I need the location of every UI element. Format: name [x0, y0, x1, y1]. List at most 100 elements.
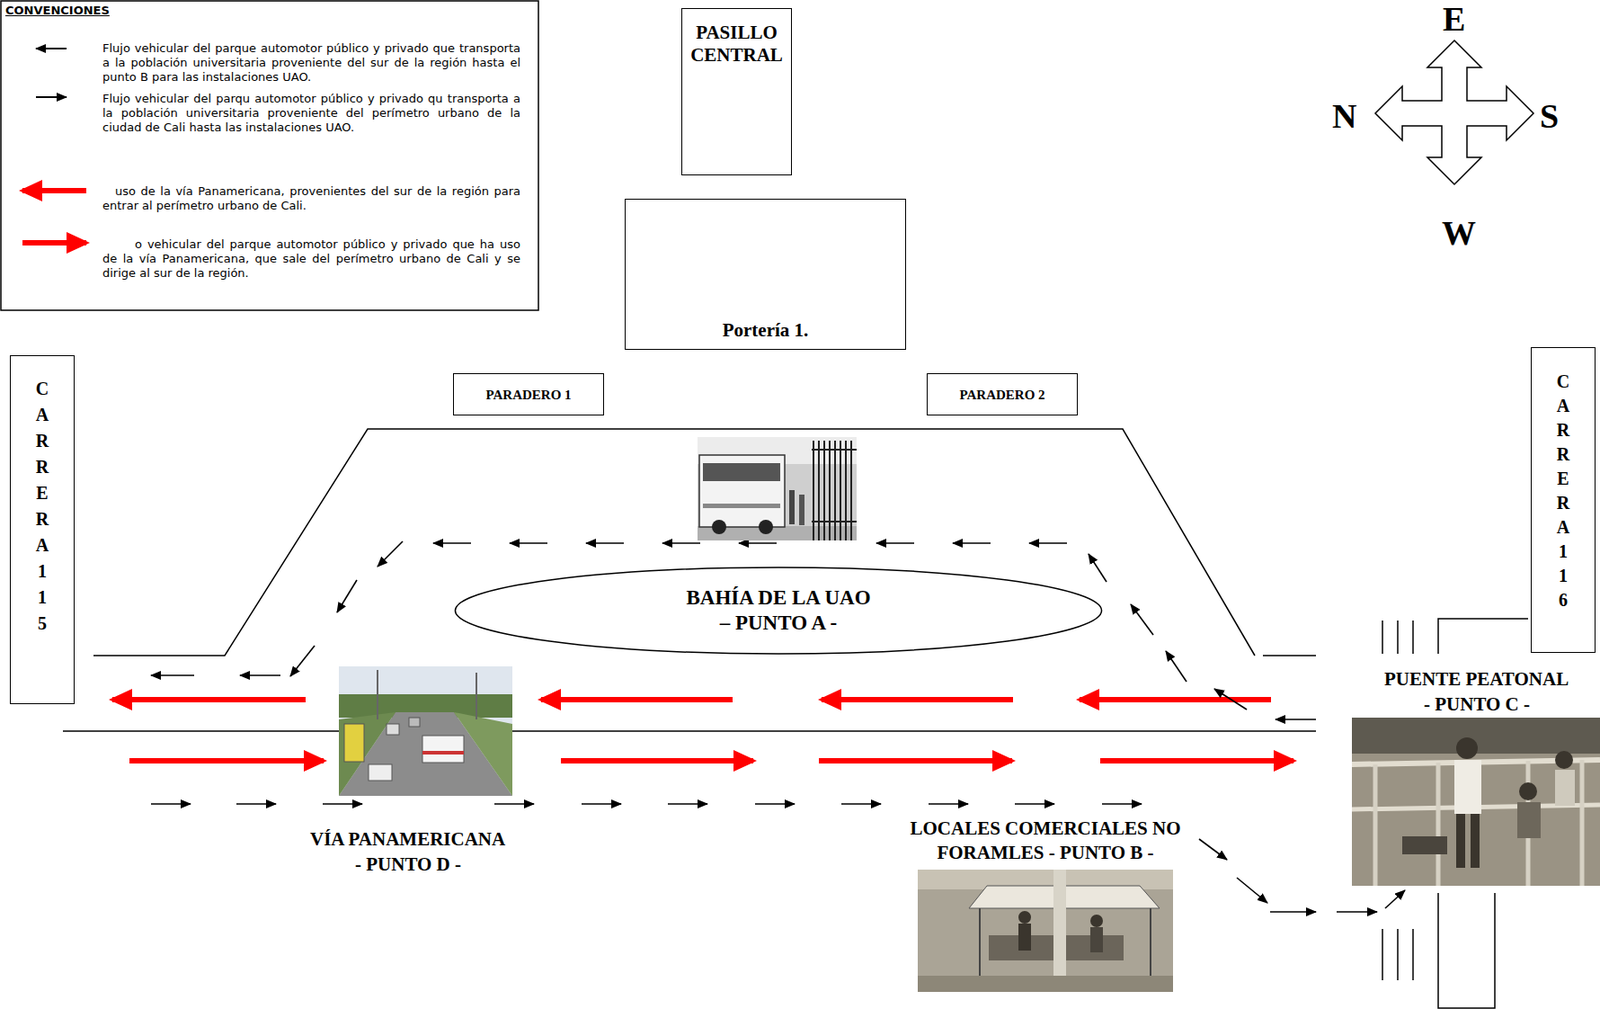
black-traffic-arrows-part [1199, 838, 1227, 860]
bridge-photo-part [1351, 717, 1600, 886]
road-photo-part [422, 750, 464, 755]
place-label: LOCALES COMERCIALES NO FORAMLES - PUNTO … [897, 816, 1194, 866]
black-traffic-arrows-part [1385, 889, 1405, 908]
red-traffic-arrows-part [560, 757, 754, 764]
node-label: PARADERO 2 [959, 386, 1045, 403]
black-traffic-arrows-part [1029, 542, 1067, 544]
black-traffic-arrows-part [1214, 688, 1247, 710]
node-label: PASILLO CENTRAL [690, 21, 783, 67]
stalls-photo-part [978, 907, 981, 980]
black-traffic-arrows-part [494, 802, 534, 805]
red-traffic-arrows-part [1079, 696, 1272, 703]
stalls-photo-part [1090, 926, 1103, 952]
road-photo-part [475, 672, 478, 720]
road-outline-part [1438, 618, 1529, 654]
bay-ellipse: BAHÍA DE LA UAO– PUNTO A - [453, 566, 1103, 655]
bridge-photo-part [1402, 835, 1448, 854]
red-traffic-arrows-part [1100, 757, 1294, 764]
road-photo-part [338, 711, 513, 796]
bay-photo-part [758, 519, 774, 534]
black-traffic-arrows-part [151, 674, 195, 676]
black-traffic-arrows-part [841, 802, 881, 805]
bridge-photo-part [1470, 813, 1480, 868]
compass-rose [1375, 40, 1534, 185]
black-traffic-arrows-part [1014, 802, 1055, 805]
road-outline-part [62, 729, 1316, 732]
black-traffic-arrows [151, 541, 1405, 912]
road-outline-part [1396, 620, 1399, 654]
legend-title: CONVENCIONES [5, 3, 110, 18]
ellipse-shape [454, 567, 1102, 654]
road-photo [338, 666, 513, 796]
bay-photo-part [811, 440, 857, 541]
place-label: PUENTE PEATONAL [1384, 666, 1569, 692]
bridge-photo-part [1555, 769, 1575, 806]
place-label: - PUNTO C - [1423, 692, 1530, 717]
road-outline-part [1262, 654, 1316, 657]
legend-swatches-part [22, 240, 87, 246]
black-traffic-arrows-part [1088, 553, 1107, 582]
road-photo-part [386, 723, 400, 735]
black-traffic-arrows-part [322, 802, 363, 805]
street-box: CARRERA 116 [1530, 346, 1596, 653]
road-photo-part [422, 735, 464, 763]
stalls-photo [917, 869, 1174, 992]
bridge-photo-part [1375, 759, 1583, 886]
black-traffic-arrows-part [509, 542, 548, 544]
node-label: CARRERA 115 [35, 375, 50, 637]
stalls-photo-part [917, 975, 1174, 992]
stalls-photo-part [1149, 907, 1152, 980]
black-traffic-arrows-part [876, 542, 915, 544]
red-traffic-arrows-part [818, 757, 1013, 764]
road-outline-part [1412, 620, 1414, 654]
road-photo-part [376, 669, 379, 720]
road-outline-part [1381, 928, 1384, 980]
black-traffic-arrows-part [1275, 718, 1316, 720]
bridge-photo [1351, 717, 1600, 886]
road-outline-part [1438, 892, 1495, 1008]
place-label: - PUNTO D - [355, 852, 462, 877]
bay-photo-part [789, 489, 795, 525]
legend-swatches-part [35, 47, 67, 50]
legend-frame [0, 0, 539, 311]
node-label: PARADERO 1 [485, 386, 571, 403]
stalls-photo-part [917, 869, 1174, 992]
bay-photo-part [711, 519, 727, 534]
black-traffic-arrows-part [1270, 910, 1316, 913]
road-photo-part [338, 666, 513, 796]
road-outline-part [93, 428, 1255, 656]
bridge-photo-part [1519, 782, 1538, 800]
road-photo-part [408, 717, 420, 727]
black-traffic-arrows-part [433, 542, 472, 544]
black-traffic-arrows-part [662, 542, 701, 544]
road-photo-part [344, 723, 365, 762]
black-traffic-arrows-part [581, 802, 622, 805]
bay-photo-part [799, 494, 805, 525]
street-box: CARRERA 115 [9, 355, 75, 704]
node-label: Portería 1. [722, 319, 809, 342]
stalls-photo-part [1053, 869, 1067, 992]
legend-swatches-part [35, 96, 67, 98]
bridge-photo-part [1456, 737, 1478, 759]
road-outline-part [1412, 928, 1414, 980]
black-traffic-arrows-part [1165, 650, 1187, 682]
bus-stop-box: PARADERO 1 [453, 373, 605, 416]
stalls-photo-part [1090, 914, 1103, 927]
black-traffic-arrows-part [1336, 910, 1378, 913]
bay-photo-part [702, 462, 781, 481]
black-traffic-arrows-part [755, 802, 795, 805]
compass-letter: W [1441, 215, 1476, 250]
bridge-photo-part [1456, 813, 1466, 868]
legend-text: Flujo vehicular del parque automotor púb… [102, 41, 521, 85]
node-label: BAHÍA DE LA UAO [685, 585, 871, 611]
road-outline-part [1381, 620, 1384, 654]
bridge-photo-part [1454, 759, 1482, 814]
corridor-box: PASILLO CENTRAL [681, 8, 792, 176]
road-outline-part [1396, 928, 1399, 980]
legend-swatches-part [22, 187, 87, 194]
bay-photo-part [699, 454, 785, 527]
legend-text: uso de la vía Panamericana, provenientes… [102, 184, 521, 214]
red-traffic-arrows-part [821, 696, 1014, 703]
